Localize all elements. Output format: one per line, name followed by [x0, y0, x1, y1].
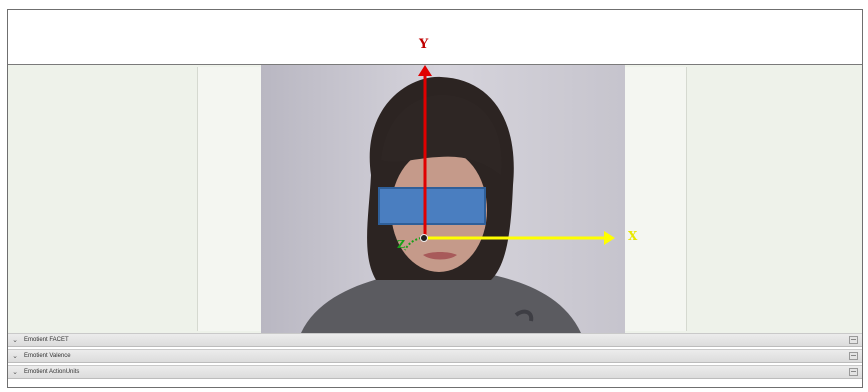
header-band	[8, 10, 862, 65]
chevron-down-icon[interactable]: ⌄	[12, 353, 18, 360]
panel-label: Emotient FACET	[24, 337, 69, 343]
panel-emotient-valence[interactable]: ⌄ Emotient Valence	[8, 349, 862, 363]
panel-label: Emotient Valence	[24, 353, 71, 359]
face-image	[261, 65, 625, 333]
minimize-button[interactable]	[849, 352, 858, 360]
panel-label: Emotient ActionUnits	[24, 369, 80, 375]
analysis-panels: ⌄ Emotient FACET ⌄ Emotient Valence ⌄ Em…	[8, 333, 862, 381]
minimize-button[interactable]	[849, 336, 858, 344]
video-frame	[261, 65, 625, 333]
chevron-down-icon[interactable]: ⌄	[12, 337, 18, 344]
panel-emotient-actionunits[interactable]: ⌄ Emotient ActionUnits	[8, 365, 862, 379]
minimize-button[interactable]	[849, 368, 858, 376]
panel-emotient-facet[interactable]: ⌄ Emotient FACET	[8, 333, 862, 347]
chevron-down-icon[interactable]: ⌄	[12, 369, 18, 376]
application-window: Y X Z ⌄ Emotient FACET ⌄ Emotient Valenc…	[7, 9, 863, 388]
